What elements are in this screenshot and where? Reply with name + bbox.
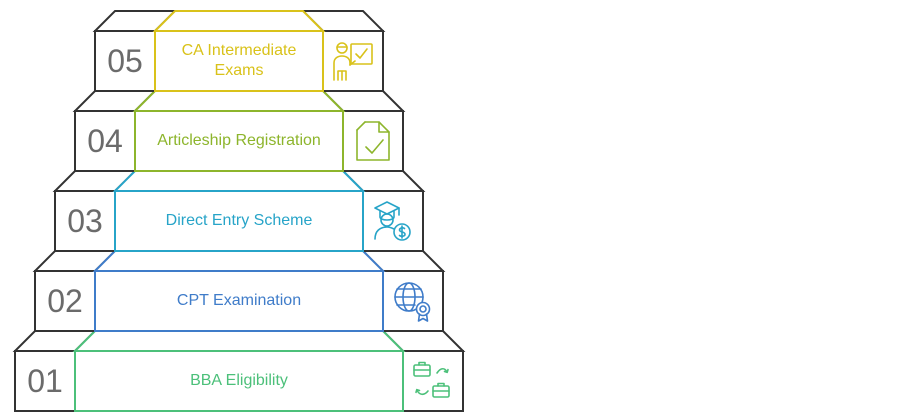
step-05-block: [92, 10, 386, 92]
step-label: BBA Eligibility: [190, 372, 288, 389]
step-03-block: [52, 170, 426, 252]
step-04-block: [72, 90, 406, 172]
step-number: 05: [107, 43, 143, 79]
step-label: Articleship Registration: [157, 132, 321, 149]
step-02-block: [32, 250, 446, 332]
presenter-board-check-icon: [331, 39, 375, 83]
briefcase-swap-icon: [411, 359, 455, 403]
step-number: 01: [27, 363, 63, 399]
step-number: 04: [87, 123, 123, 159]
graduate-dollar-icon: [371, 199, 415, 243]
step-label: CPT Examination: [176, 292, 302, 309]
step-label: Direct Entry Scheme: [165, 212, 313, 229]
step-01-block: [12, 330, 466, 412]
step-number: 03: [67, 203, 103, 239]
globe-certificate-icon: [391, 279, 435, 323]
step-number: 02: [47, 283, 83, 319]
document-check-icon: [351, 119, 395, 163]
step-label: CA Intermediate Exams: [181, 42, 297, 79]
